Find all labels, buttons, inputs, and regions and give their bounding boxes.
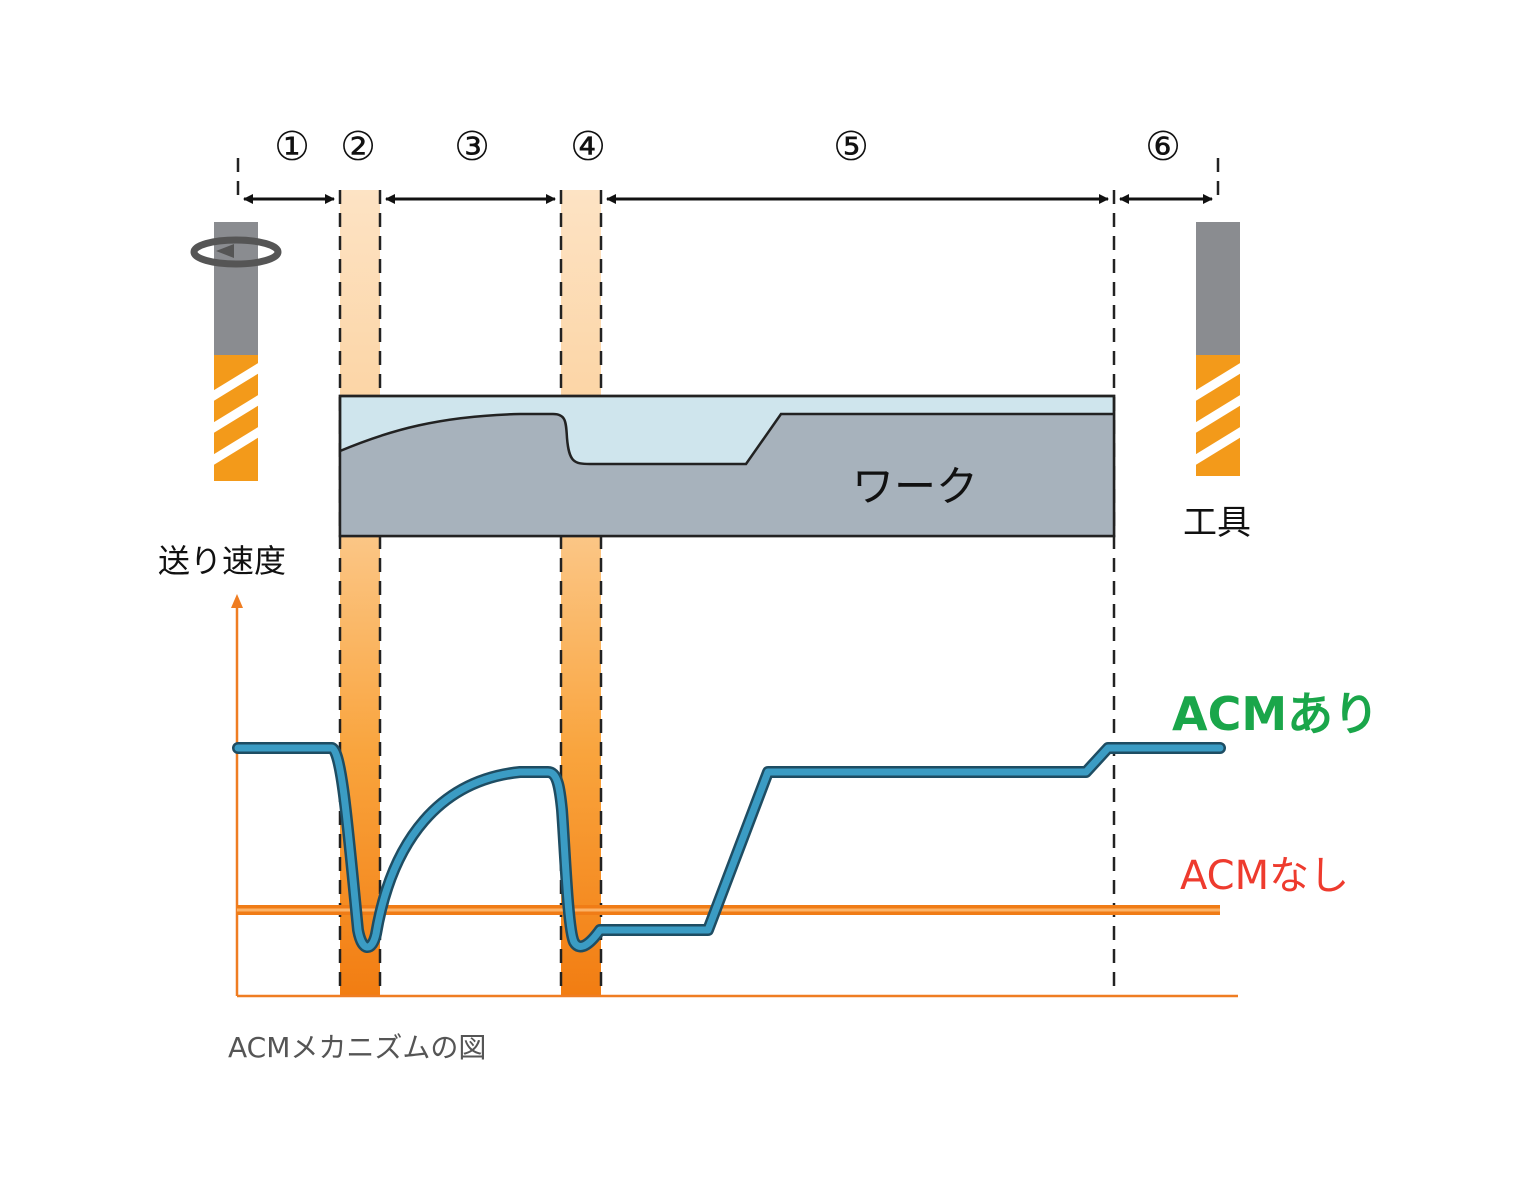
- phase-label-4: ④: [570, 124, 606, 170]
- y-axis-arrowhead: [231, 594, 243, 608]
- feed-rate-axes: [235, 604, 1238, 998]
- without-acm-legend: ACMなし: [1180, 853, 1350, 899]
- drill-tool-icon: [214, 222, 258, 481]
- workpiece: [338, 394, 1116, 538]
- phase-label-6: ⑥: [1145, 124, 1181, 170]
- y-axis-label: 送り速度: [158, 542, 287, 580]
- transition-band-entry: [340, 190, 380, 996]
- figure-caption: ACMメカニズムの図: [228, 1031, 487, 1064]
- rotation-arrow-icon: [190, 236, 282, 268]
- phase-label-5: ⑤: [833, 124, 869, 170]
- phase-label-2: ②: [340, 124, 376, 170]
- tool-label: 工具: [1183, 503, 1251, 543]
- phase-label-1: ①: [274, 124, 310, 170]
- phase-label-3: ③: [454, 124, 490, 170]
- workpiece-label: ワーク: [852, 462, 979, 511]
- with-acm-line: [232, 742, 1226, 953]
- drill-tool-icon: [1196, 222, 1240, 476]
- with-acm-legend: ACMあり: [1172, 687, 1380, 741]
